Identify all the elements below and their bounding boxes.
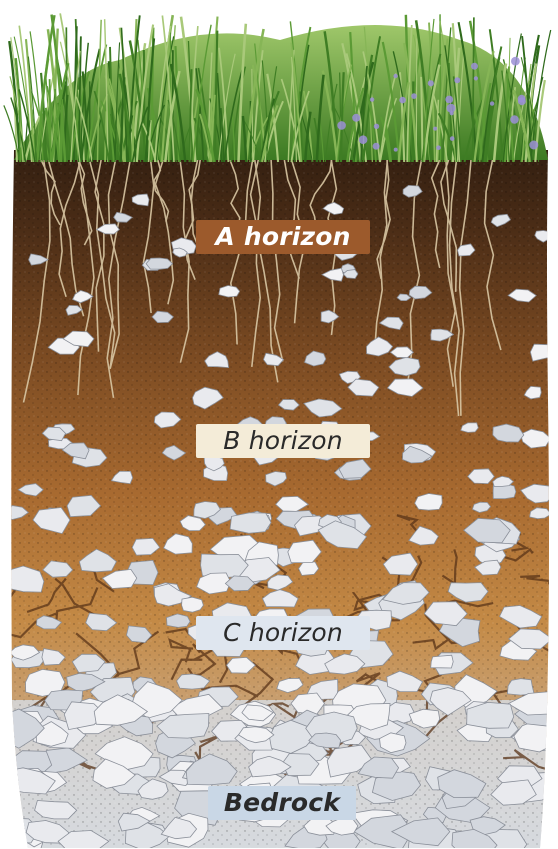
grass-blade (421, 77, 422, 162)
rock (530, 344, 557, 361)
flower (393, 74, 397, 78)
flower (370, 97, 374, 101)
rock (431, 655, 454, 668)
flower (428, 80, 434, 86)
grass-blade (440, 14, 441, 162)
c-horizon-label: C horizon (196, 616, 370, 650)
bedrock-label: Bedrock (208, 786, 356, 820)
flower (373, 143, 380, 150)
flower (433, 127, 437, 131)
b-horizon-label: B horizon (196, 424, 370, 458)
grass-blade (66, 27, 67, 162)
flower (511, 57, 520, 66)
flower (490, 101, 494, 105)
grass-blade (61, 99, 62, 162)
flower (518, 97, 526, 105)
flower (399, 97, 406, 104)
rock (219, 286, 240, 298)
grass-blade (144, 50, 145, 162)
flower (394, 148, 398, 152)
rock (507, 679, 534, 696)
flower (450, 111, 454, 115)
flower (337, 121, 346, 130)
rock (230, 513, 271, 534)
flower (474, 76, 478, 80)
flower (454, 77, 460, 83)
flower (445, 96, 453, 104)
flower (471, 63, 478, 70)
a-horizon-label: A horizon (196, 220, 370, 254)
rock (146, 258, 172, 269)
grass-blade (50, 79, 51, 162)
rock (182, 597, 204, 612)
flower (411, 93, 417, 99)
flower (359, 135, 368, 144)
flower (436, 145, 441, 150)
crack (0, 736, 10, 754)
flower (352, 114, 360, 122)
flower (529, 141, 538, 150)
grass-layer (4, 13, 551, 162)
flower (374, 124, 379, 129)
flower (510, 115, 519, 124)
flower (450, 136, 455, 141)
